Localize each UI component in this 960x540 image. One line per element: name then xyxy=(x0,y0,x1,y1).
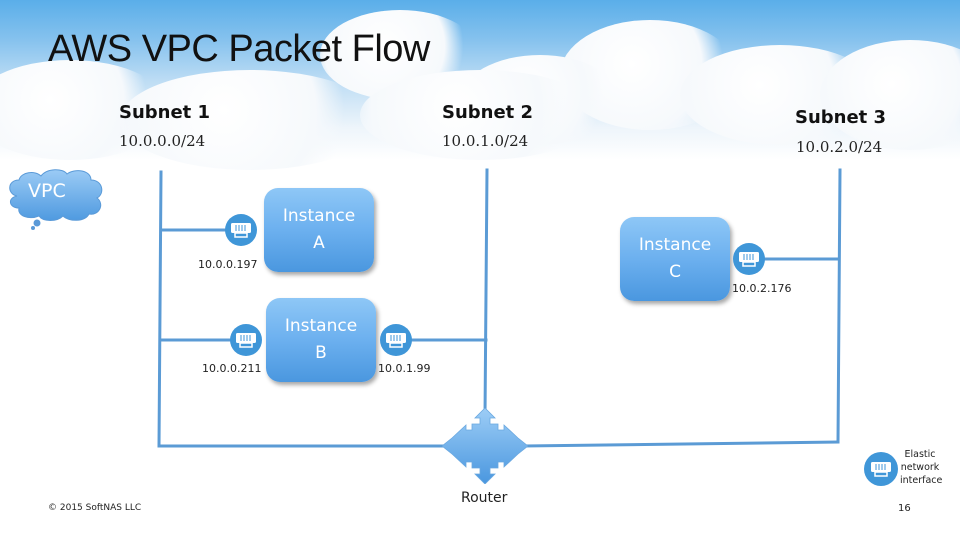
slide-title: AWS VPC Packet Flow xyxy=(48,28,430,70)
network-interface-icon[interactable] xyxy=(380,324,412,356)
page-number: 16 xyxy=(898,503,911,514)
instance-b[interactable]: Instance B xyxy=(266,298,376,382)
vpc-label: VPC xyxy=(28,180,66,202)
network-interface-icon[interactable] xyxy=(225,214,257,246)
instance-c[interactable]: Instance C xyxy=(620,217,730,301)
legend-label: Elastic network interface xyxy=(900,449,943,486)
bus-right xyxy=(522,440,840,448)
subnet-1-cidr: 10.0.0.0/24 xyxy=(119,132,206,150)
subnet-1-name: Subnet 1 xyxy=(119,102,211,123)
eni-c-ip: 10.0.2.176 xyxy=(732,282,792,295)
instance-c-line1: Instance xyxy=(638,235,712,255)
subnet-2-name: Subnet 2 xyxy=(442,102,534,123)
vpc-cloud-icon xyxy=(9,169,103,230)
router-icon[interactable] xyxy=(442,408,528,484)
subnet-2-cidr: 10.0.1.0/24 xyxy=(442,132,529,150)
sky-background xyxy=(0,0,960,170)
network-interface-icon[interactable] xyxy=(230,324,262,356)
subnet-1-line xyxy=(157,170,163,448)
subnet-2-line xyxy=(483,168,489,418)
subnet-3-cidr: 10.0.2.0/24 xyxy=(796,138,883,156)
eni-a-ip: 10.0.0.197 xyxy=(198,258,258,271)
legend-network-interface-icon xyxy=(864,452,898,486)
subnet-3-name: Subnet 3 xyxy=(795,107,887,128)
instance-a-line2: A xyxy=(313,233,325,253)
network-interface-icon[interactable] xyxy=(733,243,765,275)
router-label: Router xyxy=(461,490,508,506)
eni-b2-ip: 10.0.1.99 xyxy=(378,362,431,375)
instance-a[interactable]: Instance A xyxy=(264,188,374,272)
instance-b-line2: B xyxy=(315,343,327,363)
instance-c-line2: C xyxy=(669,262,681,282)
subnet-3-line xyxy=(836,168,842,444)
footer-copyright: © 2015 SoftNAS LLC xyxy=(48,503,142,513)
instance-b-line1: Instance xyxy=(284,316,358,336)
instance-a-line1: Instance xyxy=(282,206,356,226)
eni-b1-ip: 10.0.0.211 xyxy=(202,362,262,375)
